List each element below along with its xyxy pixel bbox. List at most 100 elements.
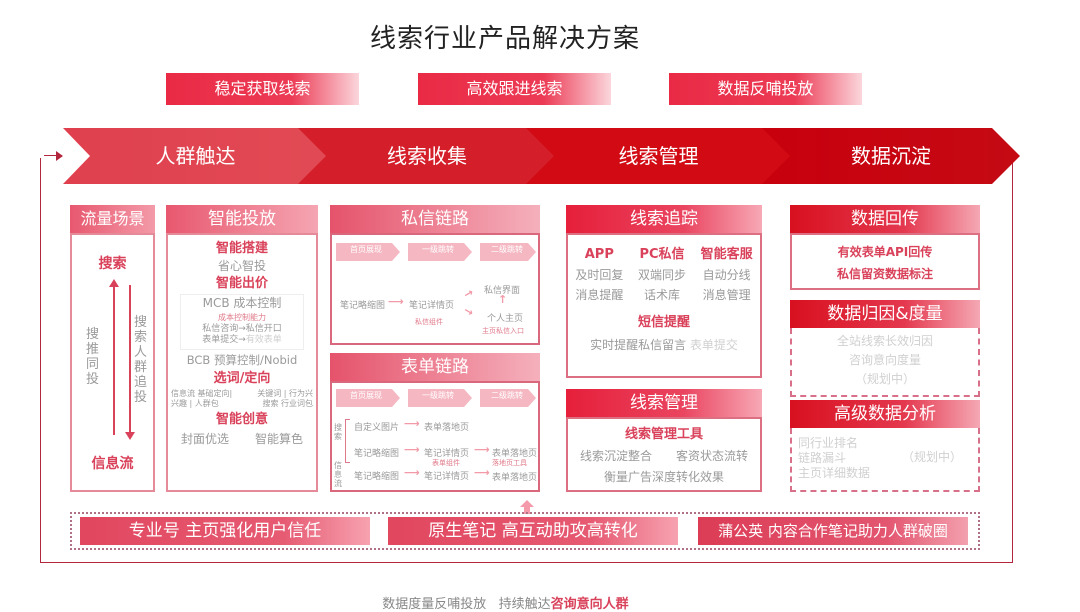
arrow-right-icon: ⟶ xyxy=(388,295,404,308)
smart-bid-title: 智能出价 xyxy=(215,276,268,291)
form-search-label: 搜索 xyxy=(334,423,342,441)
lead-status-label: 客资状态流转 xyxy=(675,449,748,463)
footer-prefix: 数据度量反哺投放 持续触达 xyxy=(382,597,551,612)
form-chain-panel: 表单链路 首页展现 一级跳转 二级跳转 搜索 信息流 自定义图片 ⟶ 表单落地页… xyxy=(330,353,540,492)
tracking-col-pc: PC私信 双端同步 话术库 xyxy=(638,245,686,305)
arrow-right-icon: ⟶ xyxy=(404,417,420,430)
stage-data-deposit: 数据沉淀 xyxy=(762,128,1020,184)
feedback-loop-line xyxy=(40,156,1013,563)
search-bracket xyxy=(345,419,350,463)
dm-node-profile: 个人主页 xyxy=(487,314,524,324)
form-row3-c: 表单落地页 xyxy=(492,473,538,483)
sms-realtime-label: 实时提醒私信留言 xyxy=(590,338,687,352)
targeting-title: 选词/定向 xyxy=(213,371,271,386)
targeting-feed-text: 信息流 基础定向| 兴趣 | 人群包 xyxy=(171,389,233,408)
conversion-measure-label: 衡量广告深度转化效果 xyxy=(603,470,724,484)
tracking-col-title: APP xyxy=(584,247,614,262)
stage-crowd-reach: 人群触达 xyxy=(63,128,328,184)
api-return-label: 有效表单API回传 xyxy=(837,245,933,259)
tracking-col-title: 智能客服 xyxy=(700,247,753,262)
loop-top-left-segment xyxy=(40,155,58,156)
sms-title: 短信提醒 xyxy=(637,315,690,330)
up-arrow-stem xyxy=(524,506,530,514)
arrow-down-right-icon: → xyxy=(461,303,476,320)
stage-lead-management: 线索管理 xyxy=(526,128,791,184)
traffic-scene-header: 流量场景 xyxy=(70,205,155,233)
up-arrow-line xyxy=(113,285,115,435)
analysis-item: 主页详细数据 xyxy=(798,466,871,480)
mcb-cap-label: 成本控制能力 xyxy=(218,313,266,322)
dm-chain-header: 私信链路 xyxy=(330,205,540,233)
tracking-item: 及时回复 xyxy=(575,268,624,282)
smart-build-title: 智能搭建 xyxy=(215,241,268,256)
attribution-panel: 数据归因&度量 全站线索长效归因 咨询意向度量 （规划中） xyxy=(790,300,980,397)
form-row1-a: 自定义图片 xyxy=(354,423,400,433)
smart-ads-panel: 智能投放 智能搭建 省心智投 智能出价 MCB 成本控制 成本控制能力 私信咨询… xyxy=(166,205,318,492)
search-feed-joint-label: 搜推同投 xyxy=(86,327,100,387)
attribution-header: 数据归因&度量 xyxy=(790,300,980,328)
form-row2-a: 笔记略缩图 xyxy=(354,449,400,459)
mcb-label: MCB 成本控制 xyxy=(202,296,282,310)
analysis-status: （规划中） xyxy=(902,450,963,464)
goal-stable-leads: 稳定获取线索 xyxy=(166,73,359,105)
lead-tracking-panel: 线索追踪 APP 及时回复 消息提醒 PC私信 双端同步 话术库 智能客服 自动… xyxy=(566,205,762,378)
loop-arrowhead-icon xyxy=(56,151,63,161)
form-row3-b: 笔记详情页 xyxy=(424,472,470,482)
lead-management-panel: 线索管理 线索管理工具 线索沉淀整合 客资状态流转 衡量广告深度转化效果 xyxy=(566,389,762,492)
down-arrow-line xyxy=(129,285,131,435)
traffic-scene-panel: 流量场景 搜索 搜推同投 搜索人群追投 信息流 xyxy=(70,205,155,492)
lead-management-header: 线索管理 xyxy=(566,389,762,417)
arrow-up-icon xyxy=(109,279,119,287)
form-row2-c: 表单落地页 xyxy=(492,449,538,459)
chevron-shape-icon xyxy=(63,128,328,184)
data-return-panel: 数据回传 有效表单API回传 私信留资数据标注 xyxy=(790,205,980,290)
smart-creative-title: 智能创意 xyxy=(215,412,268,427)
search-retarget-label: 搜索人群追投 xyxy=(134,315,148,405)
dm-annotation-label: 私信留资数据标注 xyxy=(836,267,933,281)
data-return-header: 数据回传 xyxy=(790,205,980,233)
attribution-line1: 全站线索长效归因 xyxy=(836,334,933,348)
bottom-bar-native-notes: 原生笔记 高互动助攻高转化 xyxy=(388,517,678,545)
dm-step-3: 二级跳转 xyxy=(491,245,523,254)
analysis-item: 链路漏斗 xyxy=(798,451,847,465)
smart-ads-header: 智能投放 xyxy=(166,205,318,233)
mcb-line1: 私信咨询→私信开口 xyxy=(202,324,282,334)
arrow-up-right-icon: → xyxy=(461,285,476,302)
form-step-3: 二级跳转 xyxy=(491,391,523,400)
arrow-right-icon: ⟶ xyxy=(404,466,420,479)
tracking-item: 消息管理 xyxy=(702,288,751,302)
lead-tool-title: 线索管理工具 xyxy=(624,427,703,442)
traffic-search-label: 搜索 xyxy=(98,256,127,272)
bottom-foundation-box xyxy=(70,512,980,550)
attribution-status: （规划中） xyxy=(854,372,915,386)
tracking-item: 自动分线 xyxy=(702,268,751,282)
footer-highlight: 咨询意向人群 xyxy=(550,597,629,612)
mcb-line2-a: 表单提交→ xyxy=(202,335,246,345)
form-row1-b: 表单落地页 xyxy=(424,423,470,433)
analysis-item: 同行业排名 xyxy=(798,436,859,450)
form-step-1: 首页展现 xyxy=(350,391,382,400)
loop-mask xyxy=(40,140,44,158)
arrow-right-icon: ⟶ xyxy=(474,443,490,456)
chevron-shape-icon xyxy=(526,128,791,184)
analysis-header: 高级数据分析 xyxy=(790,400,980,428)
tracking-col-bot: 智能客服 自动分线 消息管理 xyxy=(701,245,753,305)
bcb-label: BCB 预算控制/Nobid xyxy=(186,353,298,367)
dm-node-detail: 笔记详情页 xyxy=(409,301,455,311)
bottom-bar-dandelion: 蒲公英 内容合作笔记助力人群破圈 xyxy=(698,517,968,545)
tracking-item: 话术库 xyxy=(643,288,680,302)
tracking-item: 消息提醒 xyxy=(575,288,624,302)
traffic-feed-label: 信息流 xyxy=(91,456,134,472)
page-title: 线索行业产品解决方案 xyxy=(369,24,640,54)
arrow-right-icon: ⟶ xyxy=(404,443,420,456)
goal-data-feedback: 数据反哺投放 xyxy=(669,73,862,105)
chevron-shape-icon xyxy=(762,128,1020,184)
analysis-panel: 高级数据分析 同行业排名 链路漏斗 主页详细数据 （规划中） xyxy=(790,400,980,492)
dm-step-2: 一级跳转 xyxy=(422,245,454,254)
dm-node-detail-sub: 私信组件 xyxy=(415,318,443,326)
dm-chain-panel: 私信链路 首页展现 一级跳转 二级跳转 笔记略缩图 ⟶ 笔记详情页 私信组件 →… xyxy=(330,205,540,345)
smart-color-label: 智能算色 xyxy=(254,432,303,446)
targeting-search-a: 关键词 | 行为兴 xyxy=(257,389,313,398)
attribution-line2: 咨询意向度量 xyxy=(848,353,921,367)
form-component-label: 表单组件 xyxy=(432,459,460,467)
